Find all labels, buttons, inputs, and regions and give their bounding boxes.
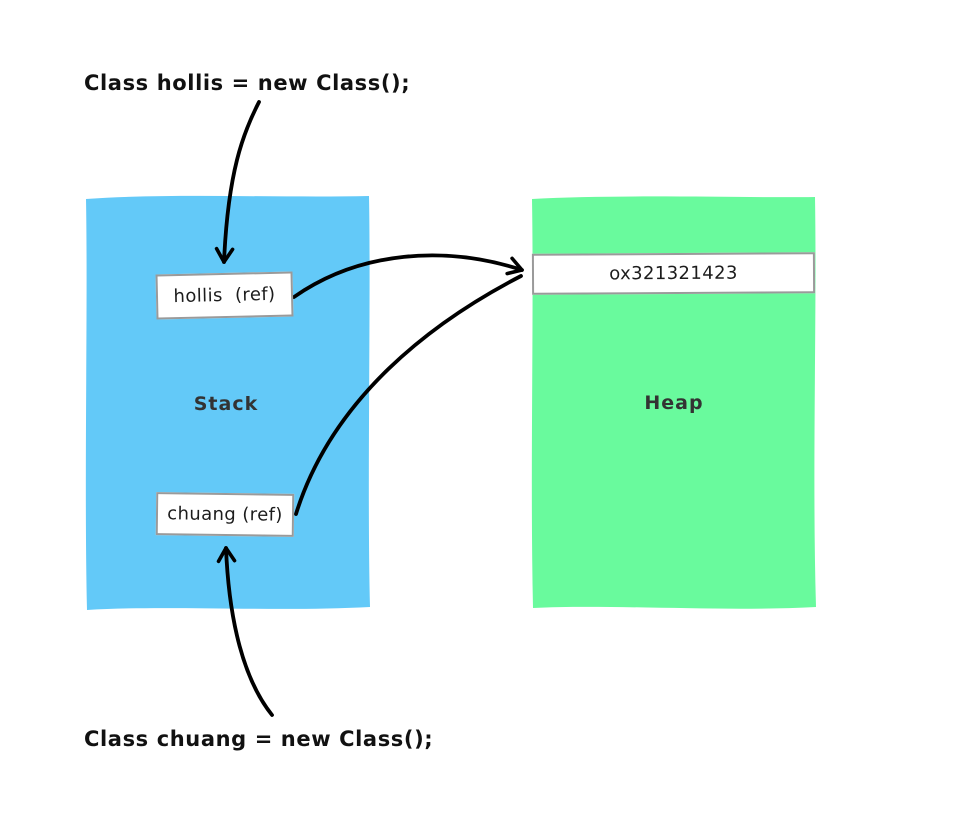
code-line-chuang: Class chuang = new Class(); [84, 727, 434, 751]
arrow-chuang-assignment [216, 546, 274, 717]
hollis-ref-label: hollis (ref) [173, 283, 276, 308]
heap-address-box: ox321321423 [531, 252, 816, 295]
hollis-ref-box: hollis (ref) [155, 271, 294, 320]
arrow-hollis-to-heap [292, 253, 524, 299]
arrow-hollis-assignment [214, 100, 261, 264]
heap-region [531, 196, 816, 609]
stack-region-label: Stack [193, 393, 259, 415]
arrow-chuang-to-heap [294, 274, 523, 516]
code-line-hollis: Class hollis = new Class(); [84, 71, 411, 95]
heap-address-label: ox321321423 [609, 262, 738, 285]
chuang-ref-box: chuang (ref) [155, 492, 295, 537]
chuang-ref-label: chuang (ref) [167, 503, 283, 526]
heap-region-label: Heap [644, 392, 704, 414]
